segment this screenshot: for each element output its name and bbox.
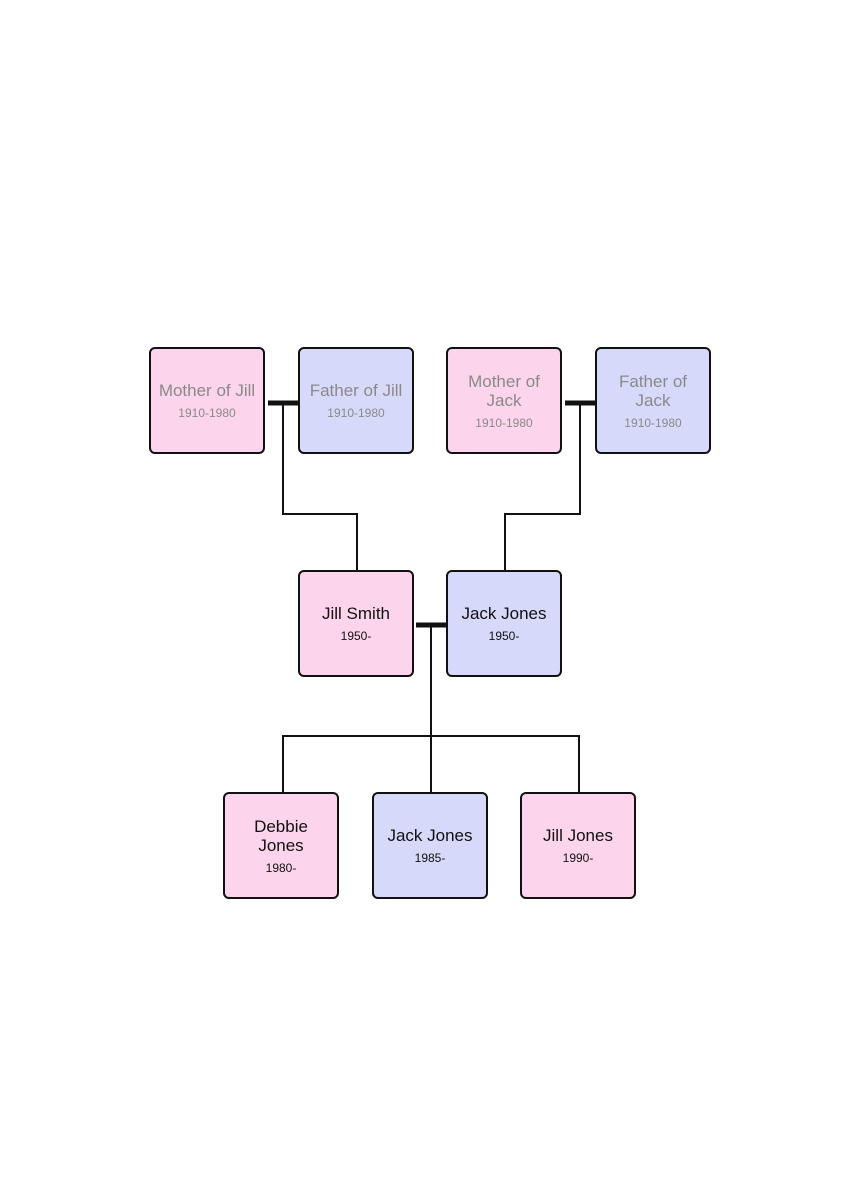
person-years: 1985- <box>414 851 446 865</box>
person-years: 1950- <box>340 629 372 643</box>
person-name: Jack Jones <box>387 826 473 845</box>
person-jack-jones-parent[interactable]: Jack Jones 1950- <box>446 570 562 677</box>
person-name: Mother of Jack <box>468 371 540 410</box>
person-years: 1910-1980 <box>327 406 385 420</box>
person-years: 1910-1980 <box>624 415 682 430</box>
person-jack-jones-child[interactable]: Jack Jones 1985- <box>372 792 488 899</box>
person-name: Father of Jack <box>618 371 688 410</box>
person-years: 1910-1980 <box>178 406 236 420</box>
person-name: Jack Jones <box>461 604 547 623</box>
descent-line-jill <box>282 403 358 570</box>
person-debbie-jones[interactable]: Debbie Jones 1980- <box>223 792 339 899</box>
person-years: 1910-1980 <box>475 415 533 430</box>
person-mother-of-jack[interactable]: Mother of Jack 1910-1980 <box>446 347 562 454</box>
person-jill-jones[interactable]: Jill Jones 1990- <box>520 792 636 899</box>
person-years: 1950- <box>488 629 520 643</box>
person-jill-smith[interactable]: Jill Smith 1950- <box>298 570 414 677</box>
person-father-of-jack[interactable]: Father of Jack 1910-1980 <box>595 347 711 454</box>
person-name: Jill Smith <box>321 604 390 623</box>
children-sibling-bar <box>282 735 580 792</box>
person-father-of-jill[interactable]: Father of Jill 1910-1980 <box>298 347 414 454</box>
person-name: Father of Jill <box>309 381 403 400</box>
person-name: Jill Jones <box>543 826 613 845</box>
person-name: Debbie Jones <box>254 816 308 855</box>
person-mother-of-jill[interactable]: Mother of Jill 1910-1980 <box>149 347 265 454</box>
person-years: 1980- <box>265 860 297 875</box>
person-years: 1990- <box>562 851 594 865</box>
descent-line-jack <box>504 403 581 570</box>
person-name: Mother of Jill <box>158 381 256 400</box>
